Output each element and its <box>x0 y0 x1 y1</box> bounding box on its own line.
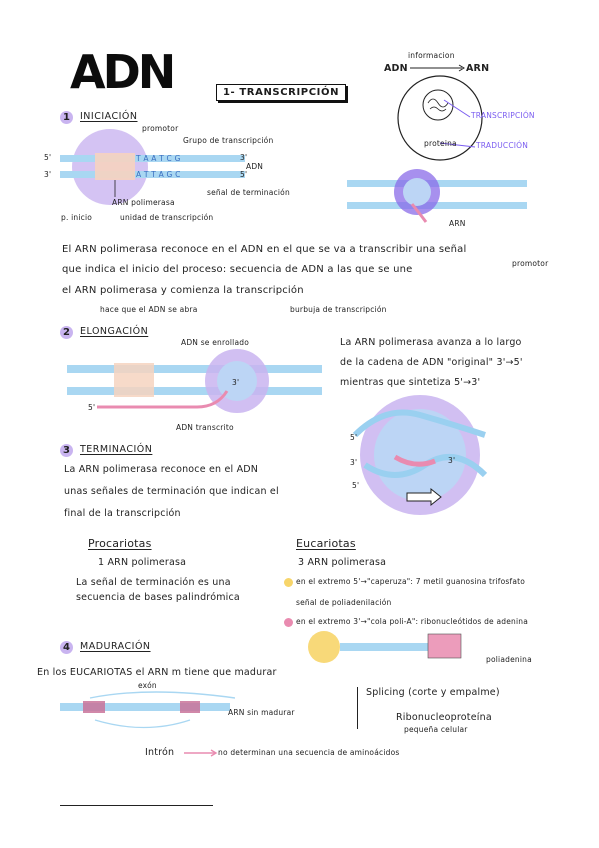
page-title: ADN <box>70 45 176 99</box>
adn-transcrito-label: ADN transcrito <box>176 423 234 432</box>
five-bottom: 5' <box>240 170 248 179</box>
bottom-rule <box>60 805 213 806</box>
iniciacion-text-3: el ARN polimerasa y comienza la transcri… <box>62 285 304 296</box>
exon-label: exón <box>138 681 157 690</box>
three-bottom: 3' <box>44 170 52 179</box>
arnm-maduro-diagram <box>308 631 462 663</box>
iniciacion-text-4b: burbuja de transcripción <box>290 305 387 314</box>
adn-label: ADN <box>246 162 264 171</box>
elongacion-text-1: La ARN polimerasa avanza a lo largo <box>340 337 522 348</box>
eucariotas-bullet-2: en el extremo 3'→"cola poli-A": ribonucl… <box>296 617 529 626</box>
elong-three: 3' <box>232 378 240 387</box>
elongacion-diagram <box>67 349 322 413</box>
maduracion-heading: MADURACIÓN <box>80 641 151 652</box>
iniciacion-heading: INICIACIÓN <box>80 111 138 122</box>
intron-label: Intrón <box>145 747 175 758</box>
dogma-proteina: proteina <box>424 139 457 148</box>
eucariotas-bullet-1: en el extremo 5'→"caperuza": 7 metil gua… <box>296 577 526 586</box>
arn-sin-madurar-label: ARN sin madurar <box>228 708 295 717</box>
intron-desc: no determinan una secuencia de aminoácid… <box>218 748 400 757</box>
terminacion-text-2: unas señales de terminación que indican … <box>64 486 279 497</box>
dogma-diagram <box>397 64 483 161</box>
terminacion-text-1: La ARN polimerasa reconoce en el ADN <box>64 464 259 475</box>
iniciacion-text-1: El ARN polimerasa reconoce en el ADN en … <box>62 244 467 255</box>
elongacion-heading: ELONGACIÓN <box>80 326 149 337</box>
yellow-bullet-icon <box>284 578 293 587</box>
procariotas-text-2: secuencia de bases palindrómica <box>76 592 240 603</box>
dogma-transcripcion: TRANSCRIPCIÓN <box>471 111 535 120</box>
dogma-traduccion: TRADUCCIÓN <box>476 141 529 150</box>
seq-top: T A A T C G <box>136 154 181 163</box>
unidad-label: unidad de transcripción <box>120 213 214 222</box>
procariotas-heading: Procariotas <box>88 537 152 550</box>
maduracion-text-1: En los EUCARIOTAS el ARN m tiene que mad… <box>37 667 277 678</box>
procariotas-sub: 1 ARN polimerasa <box>98 557 187 568</box>
terminacion-heading: TERMINACIÓN <box>80 444 153 455</box>
eucariotas-sub: 3 ARN polimerasa <box>298 557 387 568</box>
iniciacion-diagram <box>60 129 245 205</box>
eucariotas-heading: Eucariotas <box>296 537 356 550</box>
terminacion-text-3: final de la transcripción <box>64 508 181 519</box>
section-2-number: 2 <box>60 326 73 339</box>
polimerasa-label: ARN polimerasa <box>112 198 175 207</box>
senal-terminacion-label: señal de terminación <box>207 188 290 197</box>
p-inicio-label: p. inicio <box>61 213 93 222</box>
three-top: 3' <box>240 153 248 162</box>
poliadenina-label: poliadenina <box>486 655 532 664</box>
splicing-label: Splicing (corte y empalme) <box>366 687 500 698</box>
elongacion-text-3: mientras que sintetiza 5'→3' <box>340 377 481 388</box>
iniciacion-text-2: que indica el inicio del proceso: secuen… <box>62 264 413 275</box>
section-title-box: 1- TRANSCRIPCIÓN <box>216 84 347 101</box>
adn-enrollado-label: ADN se enrollado <box>181 338 249 347</box>
dogma-informacion: informacion <box>408 51 455 60</box>
zoom-3b: 3' <box>448 456 456 465</box>
eucariotas-bullet-1b: señal de poliadenilación <box>296 598 392 607</box>
zoom-5: 5' <box>350 433 358 442</box>
intron-arrow-icon <box>184 749 218 757</box>
pink-bullet-icon <box>284 618 293 627</box>
elongacion-text-2: de la cadena de ADN "original" 3'→5' <box>340 357 523 368</box>
seq-bottom: A T T A G C <box>136 170 181 179</box>
zoom-5b: 5' <box>352 481 360 490</box>
grupo-label: Grupo de transcripción <box>183 136 274 145</box>
iniciacion-text-4: hace que el ADN se abra <box>100 305 198 314</box>
zoom-3a: 3' <box>350 458 358 467</box>
section-3-number: 3 <box>60 444 73 457</box>
dogma-adn: ADN <box>384 63 408 74</box>
zoom-bubble-diagram <box>352 395 488 515</box>
ribonucleoproteina-label: Ribonucleoproteína <box>396 712 492 723</box>
elong-five: 5' <box>88 403 96 412</box>
dogma-arn: ARN <box>466 63 490 74</box>
arn-label: ARN <box>449 219 466 228</box>
procariotas-text-1: La señal de terminación es una <box>76 577 231 588</box>
section-1-number: 1 <box>60 111 73 124</box>
burbuja-diagram <box>347 169 527 223</box>
promotor-label: promotor <box>142 124 179 133</box>
splicing-divider <box>357 687 358 729</box>
five-top: 5' <box>44 153 52 162</box>
ribonucleoproteina-sub: pequeña celular <box>404 725 468 734</box>
splicing-diagram <box>60 691 235 729</box>
promotor-text: promotor <box>512 259 549 268</box>
section-4-number: 4 <box>60 641 73 654</box>
